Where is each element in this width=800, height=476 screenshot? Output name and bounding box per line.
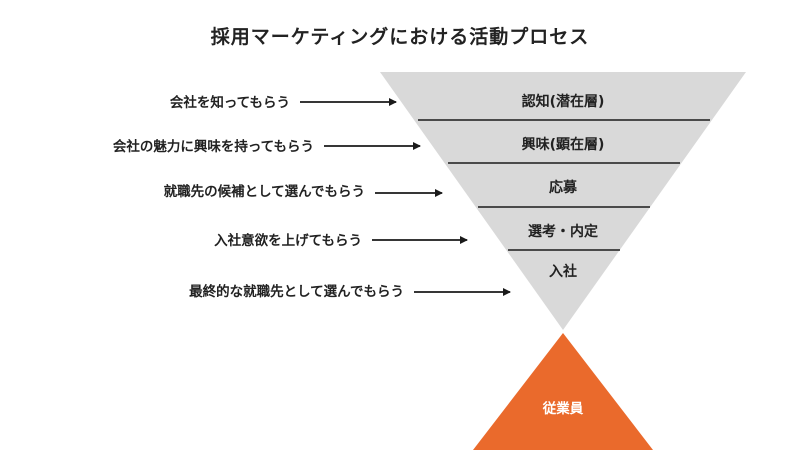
goal-label: 入社意欲を上げてもらう bbox=[214, 232, 362, 249]
funnel-shape bbox=[380, 72, 746, 330]
goal-label: 会社を知ってもらう bbox=[170, 94, 290, 111]
stage-label-awareness: 認知(潜在層) bbox=[522, 93, 605, 110]
employee-triangle bbox=[473, 333, 653, 450]
stage-label-selection: 選考・内定 bbox=[528, 223, 598, 240]
stage-label-joining: 入社 bbox=[549, 263, 577, 280]
goal-label: 会社の魅力に興味を持ってもらう bbox=[113, 138, 314, 155]
goal-label: 就職先の候補として選んでもらう bbox=[164, 183, 365, 200]
stage-label-application: 応募 bbox=[549, 179, 578, 196]
stage-label-interest: 興味(顕在層) bbox=[522, 136, 605, 153]
employee-label: 従業員 bbox=[542, 400, 584, 417]
page-title: 採用マーケティングにおける活動プロセス bbox=[210, 26, 590, 48]
goal-label: 最終的な就職先として選んでもらう bbox=[189, 283, 404, 300]
